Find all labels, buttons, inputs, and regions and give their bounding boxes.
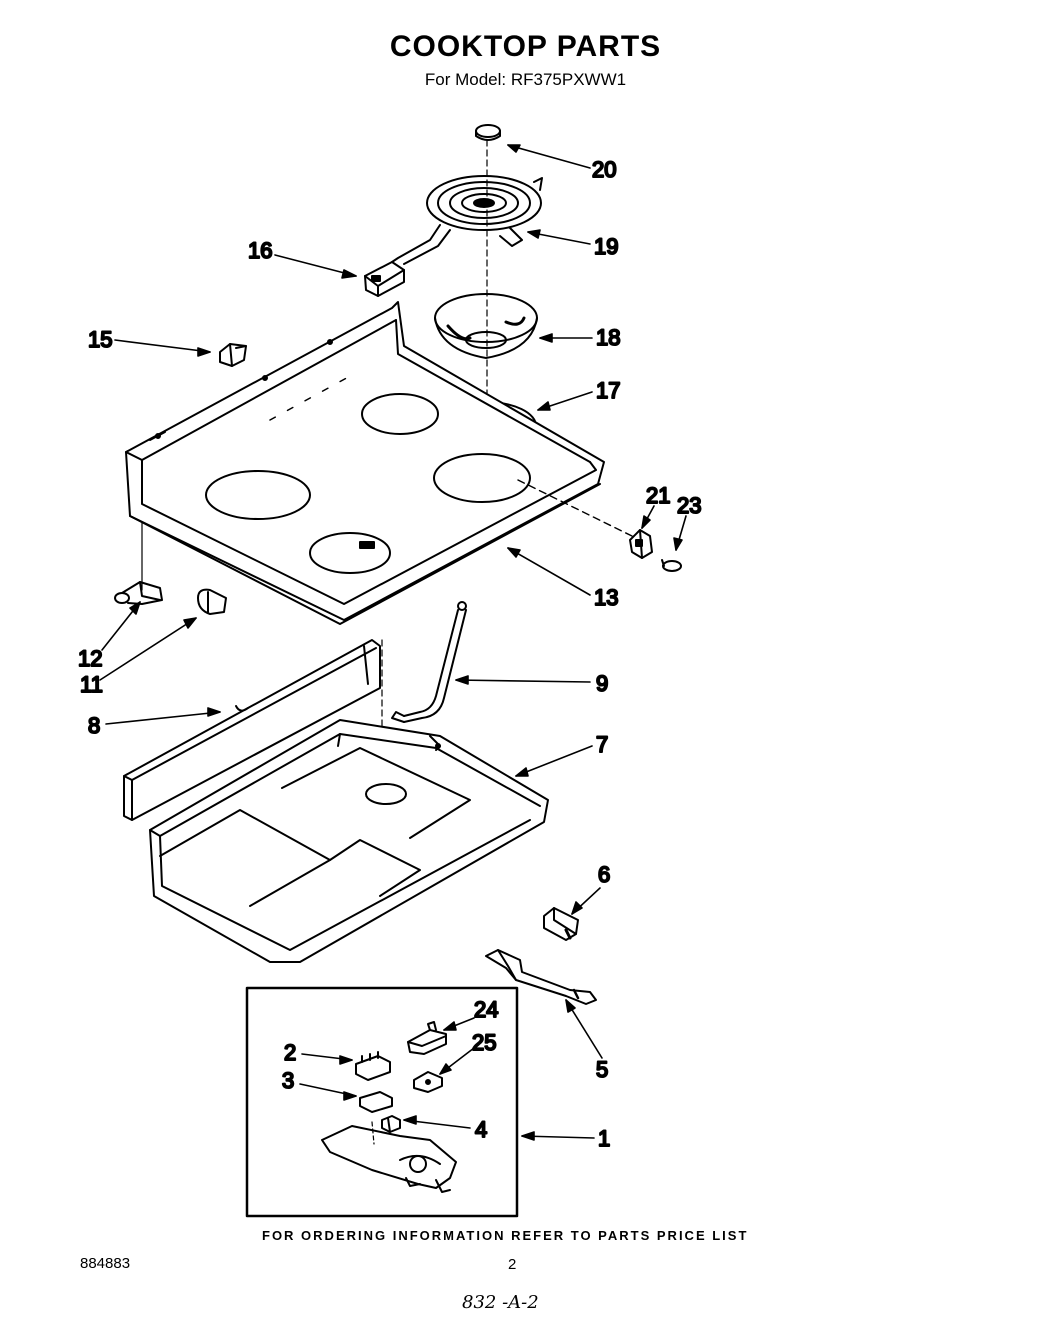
- part-1-switch-assembly-box: [245, 986, 519, 1218]
- callout-11: 11: [80, 672, 103, 697]
- model-subtitle: For Model: RF375PXWW1: [424, 70, 627, 89]
- part-5-strap: [485, 949, 597, 1005]
- part-9-rod: [391, 601, 467, 723]
- part-13-cooktop-panel: [125, 301, 605, 625]
- part-7-cooktop-base: [149, 719, 549, 963]
- callout-9: 9: [596, 671, 608, 696]
- callout-1: 1: [598, 1126, 610, 1151]
- callout-18: 18: [596, 325, 620, 350]
- callout-21: 21: [646, 483, 670, 508]
- callout-7: 7: [596, 732, 608, 757]
- callout-5: 5: [596, 1057, 608, 1082]
- part-21-clip: [629, 529, 653, 559]
- callout-25: 25: [472, 1030, 496, 1055]
- part-25-plate: [413, 1071, 443, 1093]
- part-20-cap: [475, 124, 501, 141]
- callout-12: 12: [78, 646, 102, 671]
- part-23-screw: [661, 559, 682, 572]
- part-8-front-strip: [123, 639, 381, 821]
- callout-19: 19: [594, 234, 618, 259]
- document-number: 884883: [80, 1255, 131, 1272]
- callout-4: 4: [475, 1117, 487, 1142]
- part-4-clip: [381, 1115, 401, 1133]
- part-11-clip: [197, 588, 227, 615]
- page-number: 2: [508, 1256, 517, 1273]
- ordering-note: FOR ORDERING INFORMATION REFER TO PARTS …: [262, 1228, 749, 1243]
- part-6-bracket: [543, 907, 579, 941]
- callout-8: 8: [88, 713, 100, 738]
- callout-15: 15: [88, 327, 112, 352]
- callout-3: 3: [282, 1068, 294, 1093]
- part-21-leader-dashed: [517, 479, 637, 539]
- leader-arrows: [99, 144, 687, 1141]
- part-16-terminal-block: [364, 261, 405, 297]
- page-title: COOKTOP PARTS: [389, 30, 662, 63]
- callout-20: 20: [592, 157, 616, 182]
- part-2-switch: [355, 1051, 391, 1081]
- part-19-surface-element: [391, 175, 543, 265]
- part-18-drip-bowl: [434, 293, 538, 359]
- callout-2: 2: [284, 1040, 296, 1065]
- part-3-mount: [359, 1091, 393, 1113]
- callout-23: 23: [677, 493, 701, 518]
- callout-24: 24: [474, 997, 498, 1022]
- part-12-hinge-pin: [114, 581, 163, 605]
- switch-base-plate: [321, 1121, 457, 1193]
- part-15-bracket: [219, 343, 247, 367]
- callout-13: 13: [594, 585, 618, 610]
- callout-6: 6: [598, 862, 610, 887]
- callout-16: 16: [248, 238, 272, 263]
- handwritten-code: 832 -A-2: [462, 1292, 539, 1313]
- callout-17: 17: [596, 378, 620, 403]
- part-24-bracket: [407, 1021, 447, 1055]
